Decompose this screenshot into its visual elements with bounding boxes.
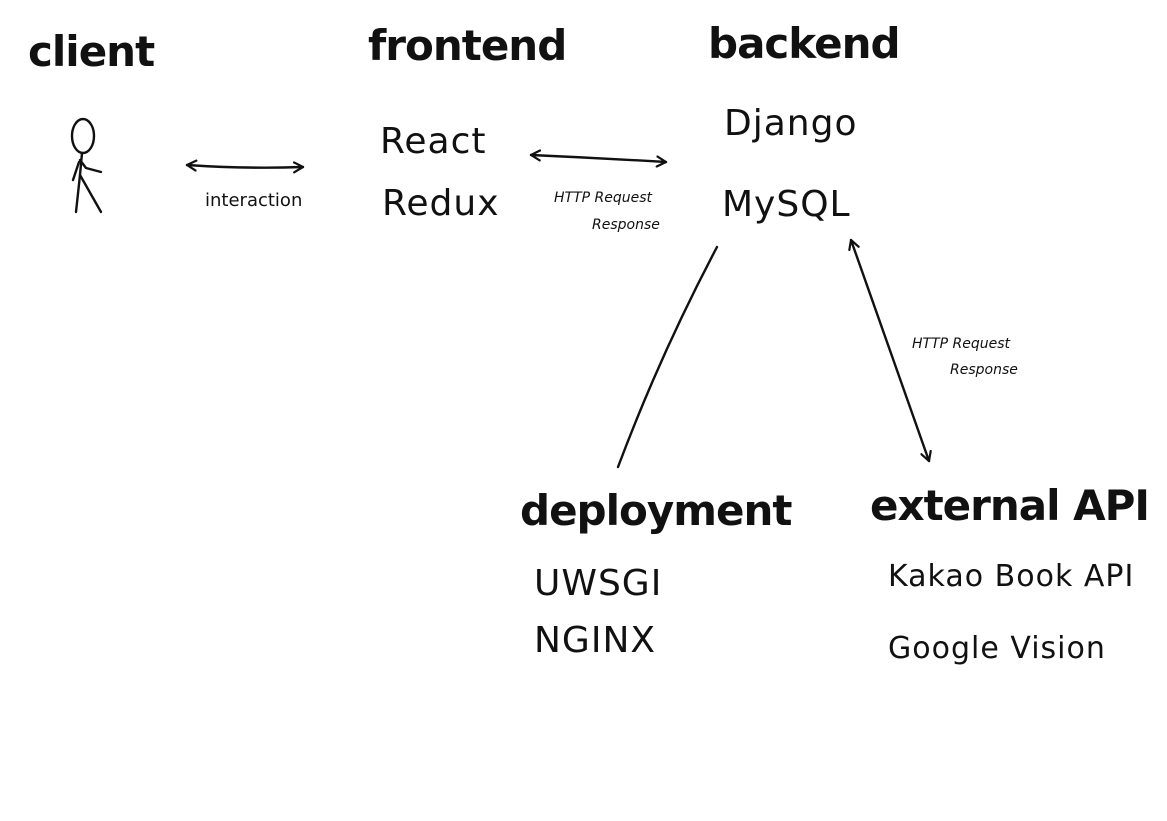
backend-external-label-response: Response	[950, 362, 1018, 378]
frontend-item-react: React	[380, 121, 487, 162]
client-frontend-label: interaction	[205, 190, 302, 211]
backend-item-django: Django	[724, 103, 857, 144]
frontend-backend-label-request: HTTP Request	[554, 190, 653, 206]
deployment-item-uwsgi: UWSGI	[534, 563, 662, 604]
client-frontend-arrow	[185, 165, 305, 168]
backend-heading: backend	[708, 19, 900, 68]
deployment-item-nginx: NGINX	[534, 620, 656, 661]
backend-item-mysql: MySQL	[722, 184, 851, 225]
backend-external-label-request: HTTP Request	[912, 336, 1011, 352]
backend-external-arrow	[851, 238, 929, 463]
external-api-heading: external API	[870, 481, 1149, 530]
external-item-kakao: Kakao Book API	[888, 559, 1134, 594]
person-icon	[70, 117, 103, 214]
client-heading: client	[28, 27, 155, 76]
frontend-backend-arrow	[529, 155, 668, 162]
external-item-google-vision: Google Vision	[888, 631, 1106, 666]
deployment-heading: deployment	[520, 486, 792, 535]
frontend-heading: frontend	[368, 21, 566, 70]
frontend-backend-label-response: Response	[592, 217, 660, 233]
backend-deployment-line	[616, 245, 719, 469]
frontend-item-redux: Redux	[382, 183, 500, 224]
